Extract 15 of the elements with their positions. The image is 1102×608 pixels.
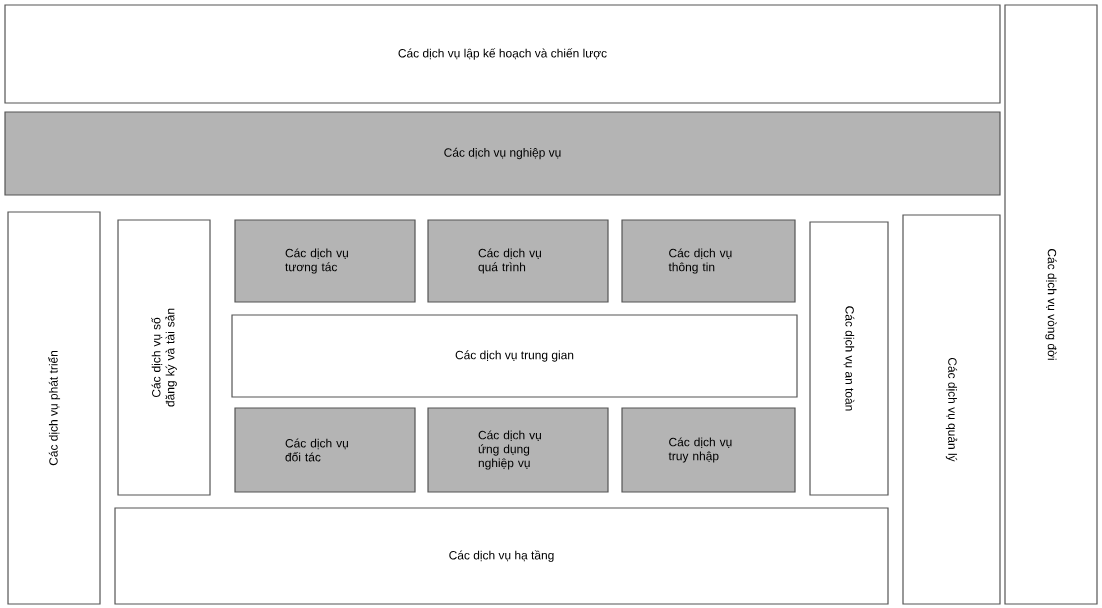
service-box: Các dịch vụ truy nhập (621, 407, 796, 493)
service-column: Các dịch vụ quản lý (902, 214, 1001, 605)
service-band: Các dịch vụ lập kế hoạch và chiến lược (4, 4, 1001, 104)
service-band: Các dịch vụ trung gian (231, 314, 798, 398)
service-box: Các dịch vụ ứng dụng nghiệp vụ (427, 407, 609, 493)
service-band: Các dịch vụ hạ tầng (114, 507, 889, 605)
service-box: Các dịch vụ quá trình (427, 219, 609, 303)
service-column: Các dịch vụ phát triển (7, 211, 101, 605)
service-column: Các dịch vụ số đăng ký và tài sản (117, 219, 211, 496)
service-column: Các dịch vụ an toàn (809, 221, 889, 496)
service-box: Các dịch vụ tương tác (234, 219, 416, 303)
service-column: Các dịch vụ vòng đời (1004, 4, 1098, 605)
service-box: Các dịch vụ thông tin (621, 219, 796, 303)
service-band: Các dịch vụ nghiệp vụ (4, 111, 1001, 196)
service-box: Các dịch vụ đối tác (234, 407, 416, 493)
